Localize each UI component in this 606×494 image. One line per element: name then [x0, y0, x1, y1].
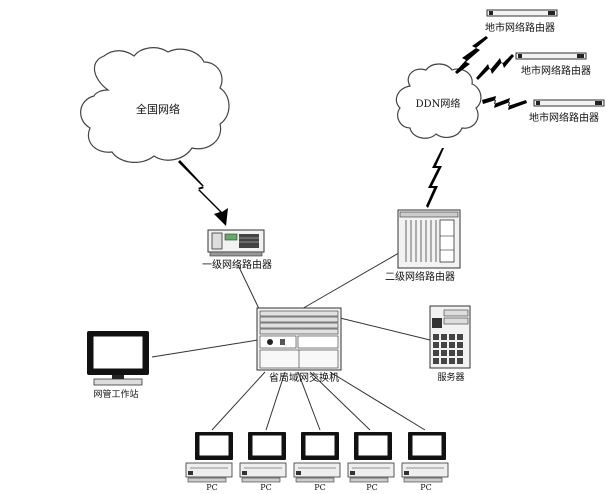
city-router-top-label: 地市网络路由器: [485, 21, 555, 34]
management-workstation: 网管工作站: [87, 331, 149, 400]
level2-router: 二级网络路由器: [385, 209, 461, 283]
pc-1-label: PC: [206, 483, 218, 492]
lightning-city-top-link: [455, 36, 488, 74]
ddn-network-label: DDN网络: [416, 97, 461, 110]
pc-4: PC: [347, 432, 395, 492]
lightning-city-mid-link: [476, 54, 514, 80]
link-switch-server: [339, 317, 431, 341]
national-network-cloud: 全国网络: [80, 47, 230, 163]
lightning-ddn-level2-link: [426, 148, 444, 208]
link-switch-pc1: [211, 371, 266, 431]
pc-2-label: PC: [260, 483, 272, 492]
server-label: 服务器: [437, 371, 464, 383]
pc-5: PC: [401, 432, 449, 492]
pc-1: PC: [185, 432, 233, 492]
pc-5-label: PC: [420, 483, 432, 492]
pc-3: PC: [293, 432, 341, 492]
link-switch-pc5: [329, 371, 426, 431]
workstation-label: 网管工作站: [93, 388, 138, 400]
lan-switch-label: 省局域网交换机: [269, 371, 339, 384]
link-switch-workstation: [151, 339, 259, 358]
lightning-city-bottom-link: [482, 96, 527, 110]
pc-4-label: PC: [366, 483, 378, 492]
link-switch-pc4: [309, 371, 371, 431]
link-level2-switch: [299, 249, 405, 311]
lan-switch: 省局域网交换机: [256, 307, 342, 384]
level1-router: 一级网络路由器: [202, 229, 272, 271]
city-router-bottom: 地市网络路由器: [529, 99, 605, 124]
link-level1-switch: [237, 264, 263, 316]
city-router-mid: 地市网络路由器: [515, 52, 591, 77]
pc-2: PC: [239, 432, 287, 492]
national-network-label: 全国网络: [136, 102, 180, 116]
lightning-national-link: [178, 160, 228, 226]
city-router-mid-label: 地市网络路由器: [521, 64, 591, 77]
link-switch-pc3: [297, 371, 321, 431]
city-router-top: 地市网络路由器: [485, 9, 558, 34]
level2-router-label: 二级网络路由器: [385, 270, 455, 283]
server: 服务器: [429, 305, 471, 383]
ddn-network-cloud: DDN网络: [395, 63, 482, 139]
link-switch-pc2: [265, 371, 286, 431]
connections: [151, 249, 431, 431]
level1-router-label: 一级网络路由器: [202, 258, 272, 271]
city-router-bottom-label: 地市网络路由器: [529, 111, 599, 124]
pc-3-label: PC: [314, 483, 326, 492]
